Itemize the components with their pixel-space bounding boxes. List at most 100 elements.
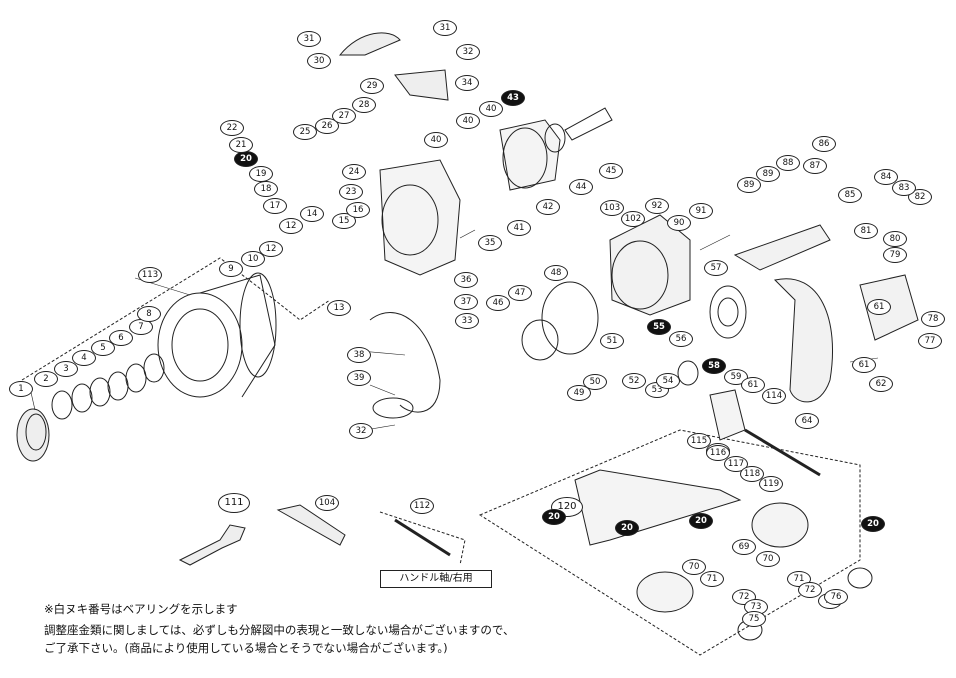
part-callout-46: 46 xyxy=(486,295,510,311)
part-callout-80: 80 xyxy=(883,231,907,247)
part-callout-19: 19 xyxy=(249,166,273,182)
tool-102-drawing xyxy=(276,504,346,546)
part-callout-20: 20 xyxy=(234,151,258,167)
part-callout-61: 61 xyxy=(852,357,876,373)
part-callout-8: 8 xyxy=(137,306,161,322)
part-callout-39: 39 xyxy=(347,370,371,386)
part-callout-5: 5 xyxy=(91,340,115,356)
part-callout-6: 6 xyxy=(109,330,133,346)
part-callout-32: 32 xyxy=(456,44,480,60)
part-callout-26: 26 xyxy=(315,118,339,134)
part-callout-31: 31 xyxy=(433,20,457,36)
part-callout-12: 12 xyxy=(259,241,283,257)
oscillation-gear-drawing xyxy=(541,281,599,355)
part-callout-24: 24 xyxy=(342,164,366,180)
oring-drawing xyxy=(521,319,559,361)
part-callout-64: 64 xyxy=(795,413,819,429)
part-callout-82: 82 xyxy=(908,189,932,205)
part-callout-21: 21 xyxy=(229,137,253,153)
spool-drawing xyxy=(157,272,277,398)
part-callout-115: 115 xyxy=(687,433,711,449)
handle-drawing xyxy=(574,469,873,641)
part-callout-81: 81 xyxy=(854,223,878,239)
part-callout-17: 17 xyxy=(263,198,287,214)
part-callout-15: 15 xyxy=(332,213,356,229)
part-callout-18: 18 xyxy=(254,181,278,197)
body-drawing xyxy=(609,214,834,403)
part-callout-1: 1 xyxy=(9,381,33,397)
part-callout-56: 56 xyxy=(669,331,693,347)
group-120-outline xyxy=(478,429,861,656)
part-callout-70: 70 xyxy=(682,559,706,575)
part-callout-88: 88 xyxy=(776,155,800,171)
part-callout-102: 102 xyxy=(621,211,645,227)
part-callout-89: 89 xyxy=(737,177,761,193)
part-callout-42: 42 xyxy=(536,199,560,215)
part-callout-58: 58 xyxy=(702,358,726,374)
note-bearing: ※白ヌキ番号はベアリングを示します xyxy=(44,602,238,616)
part-callout-40: 40 xyxy=(424,132,448,148)
part-callout-114: 114 xyxy=(762,388,786,404)
part-callout-79: 79 xyxy=(883,247,907,263)
group-111-outline xyxy=(21,257,331,381)
part-callout-31: 31 xyxy=(297,31,321,47)
part-callout-83: 83 xyxy=(892,180,916,196)
part-callout-13: 13 xyxy=(327,300,351,316)
part-callout-112: 112 xyxy=(410,498,434,514)
part-callout-77: 77 xyxy=(918,333,942,349)
part-callout-51: 51 xyxy=(600,333,624,349)
part-callout-22: 22 xyxy=(220,120,244,136)
part-callout-84: 84 xyxy=(874,169,898,185)
part-callout-71: 71 xyxy=(700,571,724,587)
part-callout-111: 111 xyxy=(218,493,250,513)
part-callout-33: 33 xyxy=(455,313,479,329)
part-callout-10: 10 xyxy=(241,251,265,267)
part-callout-72: 72 xyxy=(798,582,822,598)
part-callout-104: 104 xyxy=(315,495,339,511)
part-callout-4: 4 xyxy=(72,350,96,366)
part-callout-20: 20 xyxy=(689,513,713,529)
part-callout-35: 35 xyxy=(478,235,502,251)
part-callout-86: 86 xyxy=(812,136,836,152)
part-callout-52: 52 xyxy=(622,373,646,389)
part-callout-43: 43 xyxy=(501,90,525,106)
drag-knob-drawing xyxy=(16,408,50,462)
part-callout-20: 20 xyxy=(861,516,885,532)
part-callout-48: 48 xyxy=(544,265,568,281)
part-callout-45: 45 xyxy=(599,163,623,179)
part-callout-14: 14 xyxy=(300,206,324,222)
part-callout-87: 87 xyxy=(803,158,827,174)
part-callout-57: 57 xyxy=(704,260,728,276)
part-callout-69: 69 xyxy=(732,539,756,555)
part-callout-40: 40 xyxy=(456,113,480,129)
part-callout-34: 34 xyxy=(455,75,479,91)
part-callout-29: 29 xyxy=(360,78,384,94)
part-callout-61: 61 xyxy=(867,299,891,315)
part-callout-38: 38 xyxy=(347,347,371,363)
part-callout-49: 49 xyxy=(567,385,591,401)
part-callout-32: 32 xyxy=(349,423,373,439)
note-washer: 調整座金類に関しましては、必ずしも分解図中の表現と一致しない場合がございますので… xyxy=(44,623,515,637)
part-callout-30: 30 xyxy=(307,53,331,69)
part-callout-41: 41 xyxy=(507,220,531,236)
part-callout-85: 85 xyxy=(838,187,862,203)
part-callout-28: 28 xyxy=(352,97,376,113)
tool-104-drawing xyxy=(394,518,451,557)
handle-axis-label: ハンドル軸/右用 xyxy=(380,570,492,588)
main-gear-drawing xyxy=(677,285,747,386)
bail-trip-drawing xyxy=(394,69,449,101)
part-callout-61: 61 xyxy=(741,377,765,393)
part-callout-70: 70 xyxy=(756,551,780,567)
part-callout-76: 76 xyxy=(824,589,848,605)
part-callout-113: 113 xyxy=(138,267,162,283)
part-callout-44: 44 xyxy=(569,179,593,195)
shaft-line xyxy=(744,428,821,477)
part-callout-75: 75 xyxy=(742,611,766,627)
part-callout-55: 55 xyxy=(647,319,671,335)
part-callout-2: 2 xyxy=(34,371,58,387)
part-callout-78: 78 xyxy=(921,311,945,327)
part-callout-119: 119 xyxy=(759,476,783,492)
part-callout-62: 62 xyxy=(869,376,893,392)
drag-washers-drawing xyxy=(51,353,165,420)
